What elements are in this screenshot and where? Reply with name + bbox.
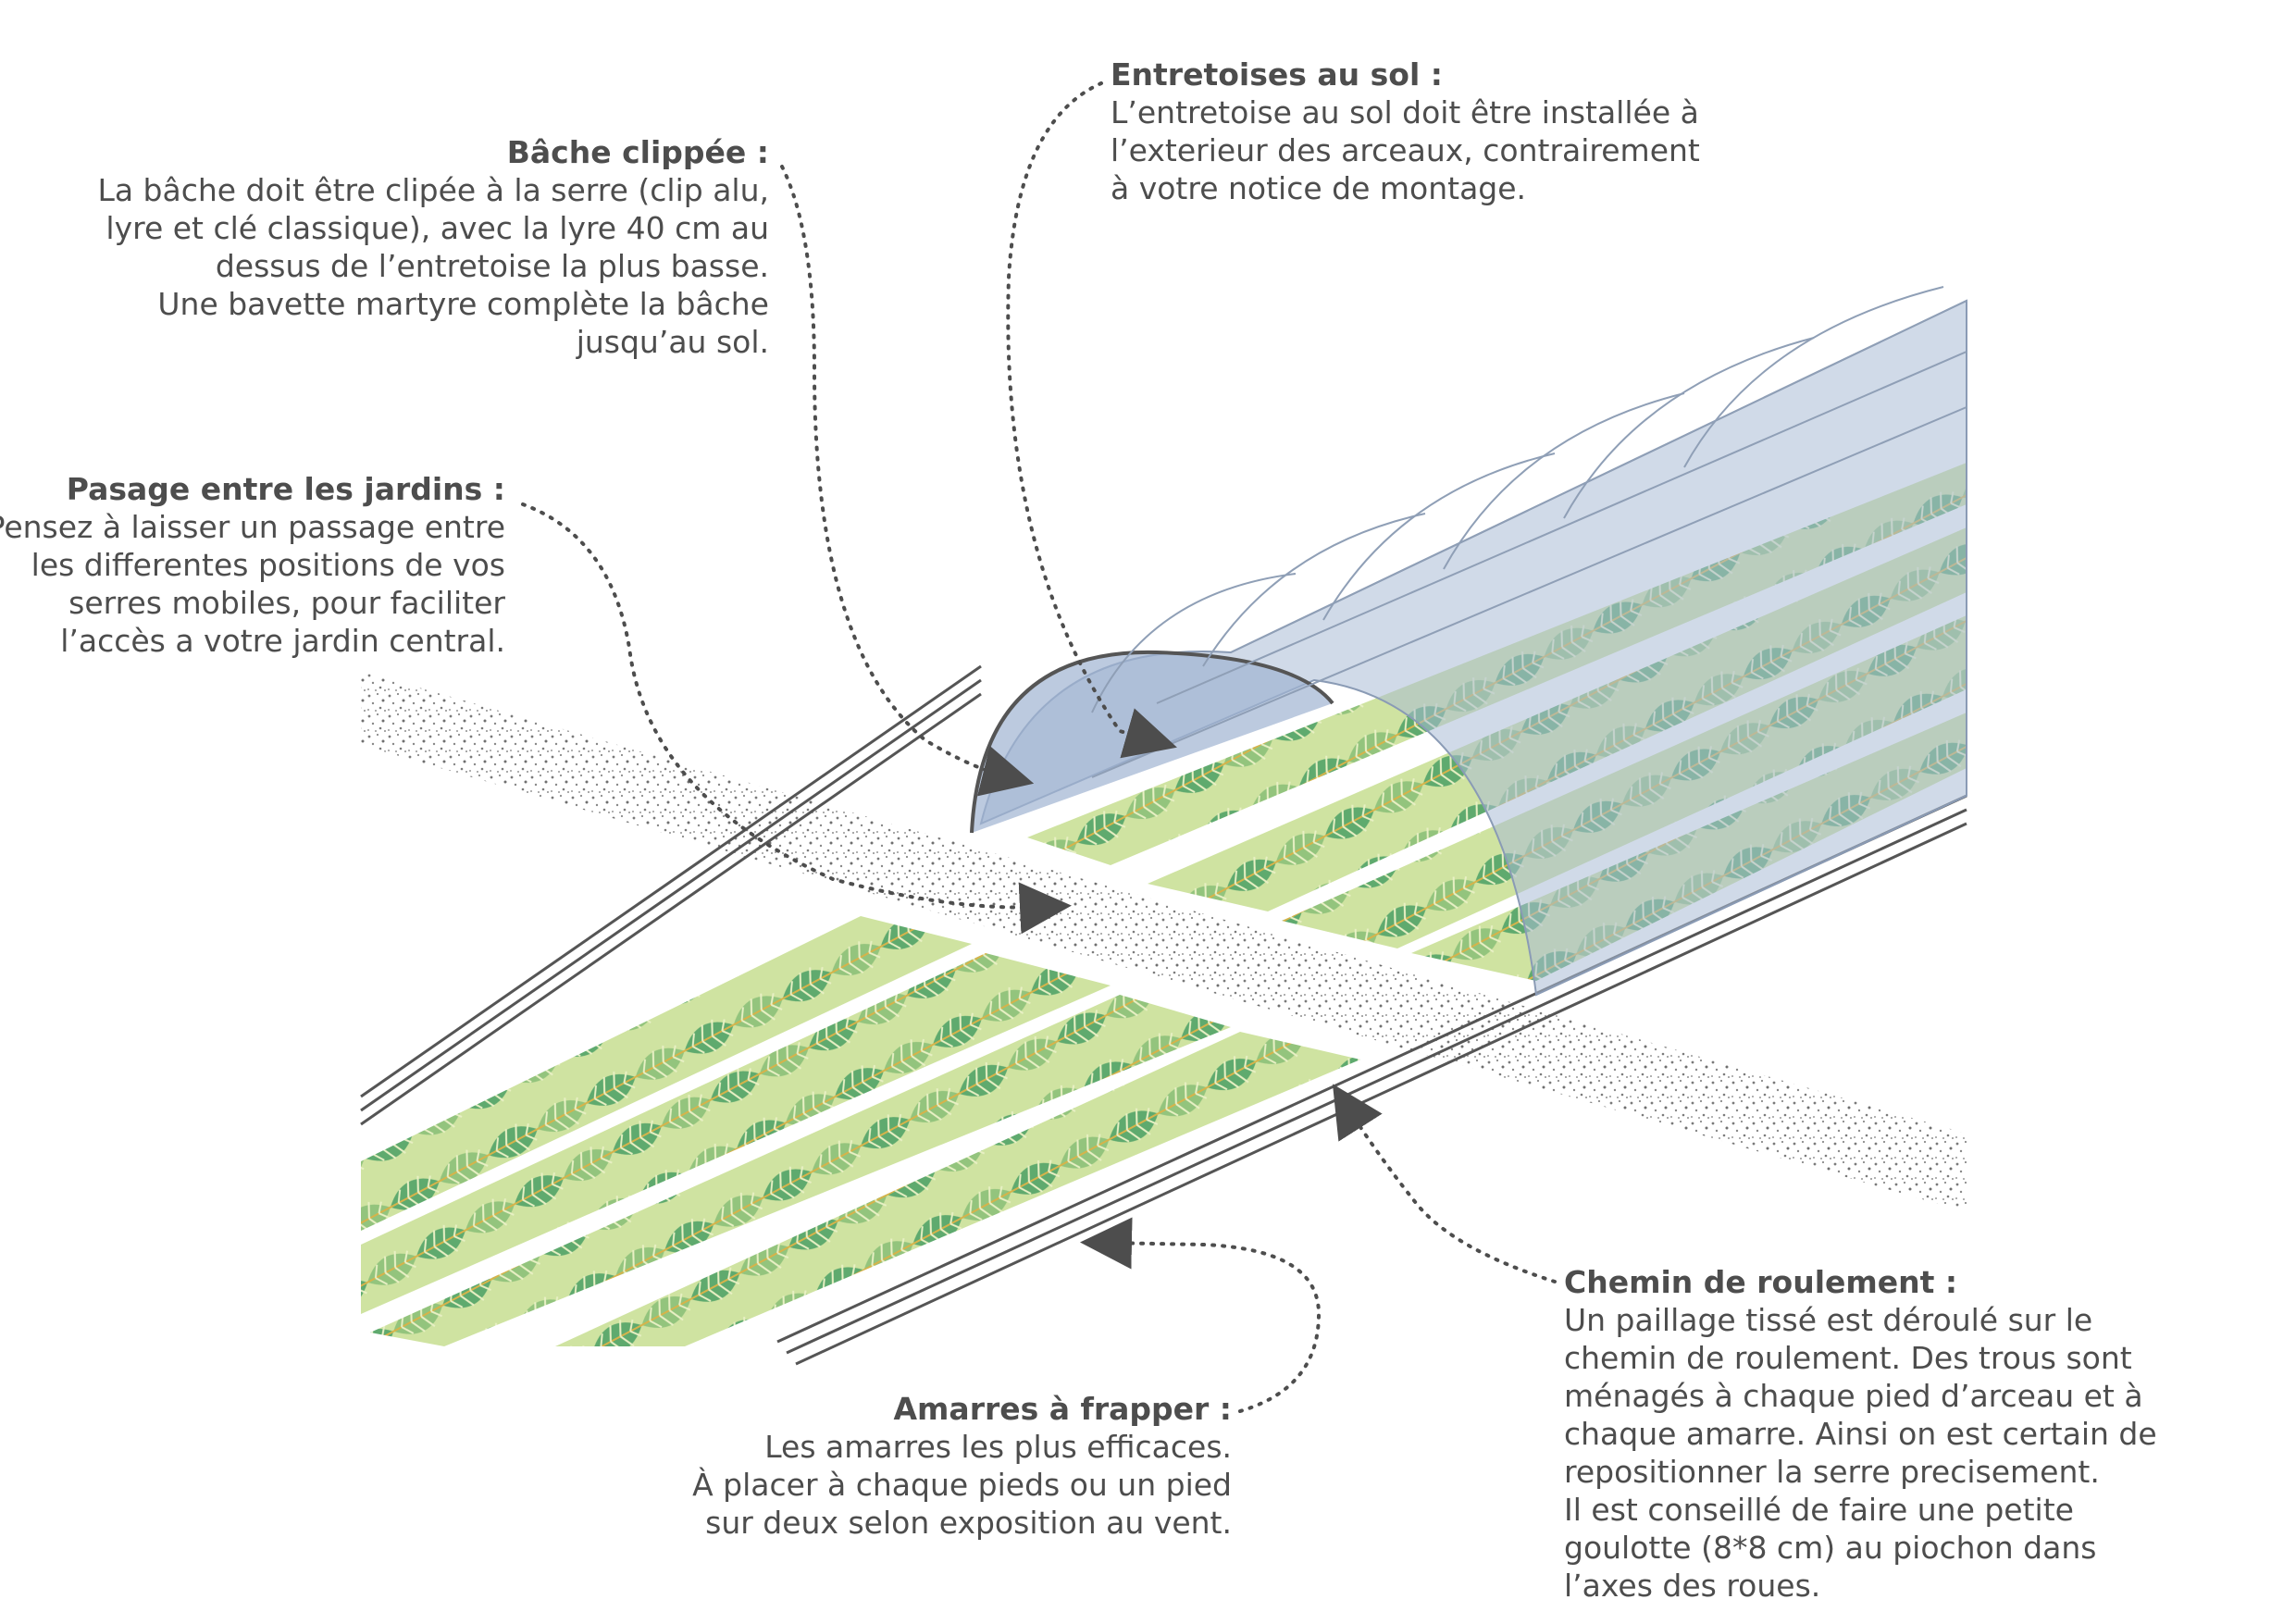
annotation-line: L’entretoise au sol doit être installée … <box>1111 94 1699 130</box>
leader-amarres <box>1080 1217 1322 1413</box>
annotation-title: Chemin de roulement : <box>1564 1264 1958 1300</box>
annotation-line: à votre notice de montage. <box>1111 170 1527 206</box>
annotation-line: repositionner la serre precisement. <box>1564 1454 2100 1490</box>
annotation-line: lyre et clé classique), avec la lyre 40 … <box>105 210 769 246</box>
annotation-line: l’axes des roues. <box>1564 1568 1821 1604</box>
annotation-passage: Pasage entre les jardins : Pensez à lais… <box>0 470 505 660</box>
leader-bache <box>780 165 1035 797</box>
gravel-passage <box>361 671 1967 1212</box>
leader-lines <box>521 81 1557 1413</box>
leader-entretoises <box>1006 81 1177 759</box>
annotation-line: Pensez à laisser un passage entre <box>0 509 505 545</box>
annotation-line: serres mobiles, pour faciliter <box>68 585 505 621</box>
annotation-line: les differentes positions de vos <box>31 547 505 583</box>
annotation-title: Bâche clippée : <box>506 134 769 170</box>
annotation-entretoises: Entretoises au sol : L’entretoise au sol… <box>1111 56 1700 207</box>
garden-beds-front <box>361 916 1360 1346</box>
annotation-line: Il est conseillé de faire une petite <box>1564 1492 2074 1528</box>
annotation-title: Entretoises au sol : <box>1111 56 1443 93</box>
annotation-line: Un paillage tissé est déroulé sur le <box>1564 1302 2093 1338</box>
tunnel-greenhouse <box>970 286 1967 997</box>
annotation-line: La bâche doit être clipée à la serre (cl… <box>97 172 769 208</box>
annotation-title: Amarres à frapper : <box>893 1391 1233 1427</box>
annotation-line: À placer à chaque pieds ou un pied <box>692 1467 1232 1503</box>
annotation-line: ménagés à chaque pied d’arceau et à <box>1564 1378 2143 1414</box>
annotation-line: sur deux selon exposition au vent. <box>705 1505 1232 1541</box>
annotation-line: Une bavette martyre complète la bâche <box>157 286 769 322</box>
annotation-amarres: Amarres à frapper : Les amarres les plus… <box>692 1390 1232 1542</box>
annotation-line: jusqu’au sol. <box>576 324 769 360</box>
annotation-line: dessus de l’entretoise la plus basse. <box>215 248 769 284</box>
annotation-line: Les amarres les plus efficaces. <box>764 1429 1232 1465</box>
annotation-line: goulotte (8*8 cm) au piochon dans <box>1564 1530 2097 1566</box>
leader-chemin <box>1332 1084 1557 1283</box>
annotation-line: l’exterieur des arceaux, contrairement <box>1111 132 1700 168</box>
annotation-title: Pasage entre les jardins : <box>66 471 505 507</box>
annotation-line: chemin de roulement. Des trous sont <box>1564 1340 2132 1376</box>
annotation-bache-clippee: Bâche clippée : La bâche doit être clipé… <box>97 133 769 361</box>
annotation-chemin-de-roulement: Chemin de roulement : Un paillage tissé … <box>1564 1263 2157 1605</box>
leader-passage <box>521 502 1072 935</box>
annotation-line: chaque amarre. Ainsi on est certain de <box>1564 1416 2157 1452</box>
annotation-line: l’accès a votre jardin central. <box>60 623 505 659</box>
